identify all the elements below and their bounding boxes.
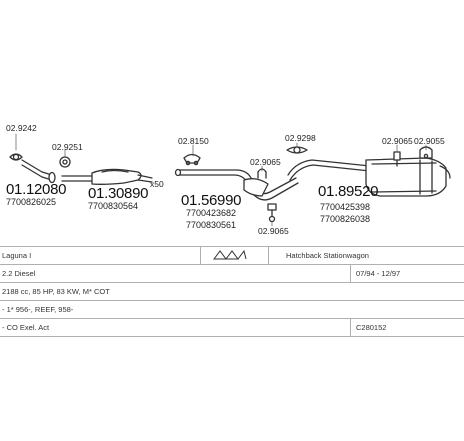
part-code-02-9242: 02.9242: [6, 123, 37, 133]
exhaust-system-drawing: [9, 133, 451, 227]
hanger-icon: [419, 146, 433, 159]
part-code-02-9251: 02.9251: [52, 142, 83, 152]
catalog-code: C280152: [356, 323, 387, 332]
intermediate-pipe-drawing: [61, 168, 153, 185]
brand-logo: [212, 249, 248, 263]
clamp-icon: [59, 156, 71, 168]
info-row-specs: 2188 cc, 85 HP, 83 KW, M* COT: [0, 283, 464, 301]
part-code-02-9055: 02.9055: [414, 136, 445, 146]
note-x50: x50: [150, 179, 164, 189]
part-code-02-9065: 02.9065: [250, 157, 281, 167]
oe-number: 7700826038: [320, 214, 371, 224]
part-code-02-8150: 02.8150: [178, 136, 209, 146]
rear-silencer-drawing: [287, 157, 451, 197]
vehicle-info-table: Laguna I Hatchback Stationwagon 2.2 Dies…: [0, 246, 464, 337]
part-code-01-30890: 01.30890: [88, 185, 149, 202]
body-type: Hatchback Stationwagon: [286, 251, 369, 260]
info-row-emission: - CO Exel. Act C280152: [0, 319, 464, 337]
part-code-01-12080: 01.12080: [6, 181, 67, 198]
hanger-icon: [183, 153, 201, 166]
clamp-icon: [267, 203, 277, 223]
clamp-icon: [393, 151, 401, 167]
engine-specs: 2188 cc, 85 HP, 83 KW, M* COT: [2, 287, 110, 296]
oe-number: 7700423682: [186, 208, 237, 218]
oe-number: 7700425398: [320, 202, 371, 212]
info-row-engine-code: - 1* 956-, REEF, 958-: [0, 301, 464, 319]
part-code-02-9298: 02.9298: [285, 133, 316, 143]
engine-code: - 1* 956-, REEF, 958-: [2, 305, 74, 314]
info-row-model: Laguna I Hatchback Stationwagon: [0, 247, 464, 265]
info-row-engine: 2.2 Diesel 07/94 - 12/97: [0, 265, 464, 283]
middle-pipe-drawing: [174, 168, 299, 201]
part-code-01-89520: 01.89520: [318, 183, 379, 200]
oe-number: 7700826025: [6, 197, 57, 207]
part-code-01-56990: 01.56990: [181, 192, 242, 209]
emission-info: - CO Exel. Act: [2, 323, 50, 332]
oe-number: 7700830561: [186, 220, 237, 230]
gasket-icon: [9, 153, 23, 161]
rubber-hanger-icon: [286, 146, 308, 154]
production-period: 07/94 - 12/97: [356, 269, 401, 278]
front-pipe-drawing: [21, 159, 56, 184]
model-name: Laguna I: [2, 251, 32, 260]
part-code-02-9065: 02.9065: [382, 136, 413, 146]
part-code-02-9065: 02.9065: [258, 226, 289, 236]
oe-number: 7700830564: [88, 201, 139, 211]
brand-logo-icon: [213, 249, 247, 260]
engine-type: 2.2 Diesel: [2, 269, 36, 278]
